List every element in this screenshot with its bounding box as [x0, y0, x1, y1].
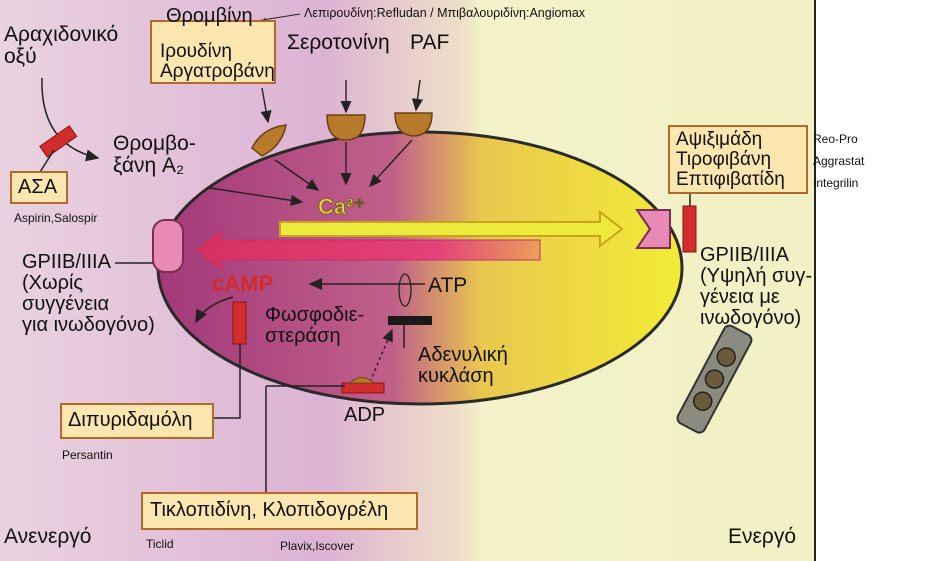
thrombin-label: Θρομβίνη	[166, 5, 253, 27]
thrombin-receptor	[251, 124, 287, 157]
thromboxane-label: Θρομβο- ξάνη A₂	[113, 132, 196, 178]
persantin-label: Persantin	[62, 448, 113, 462]
ticlopidine-label: Τικλοπιδίνη, Κλοπιδογρέλη	[150, 499, 389, 521]
fibrinogen-rod	[676, 324, 753, 434]
gp-inactive-label: GPIIB/IIIA (Χωρίς συγγένεια για ινωδογόν…	[22, 251, 155, 336]
dipyridamole-box	[60, 403, 214, 439]
activation-arrow	[279, 209, 624, 249]
dipyridamole-label: Διπυριδαμόλη	[68, 409, 193, 431]
right-margin	[815, 0, 926, 561]
paf-to-ca-arrow	[369, 139, 413, 188]
pde-inhibitor-bar	[232, 301, 247, 345]
active-label: Ενεργό	[728, 525, 796, 548]
arachidonic-arrow	[41, 77, 100, 162]
thrombin-to-receptor-arrow	[260, 87, 272, 124]
adp-receptor-bar	[341, 382, 385, 394]
thrombin-to-ca-arrow	[274, 159, 320, 191]
paf-label: PAF	[410, 31, 450, 54]
integrilin-label: Integrilin	[813, 176, 859, 190]
camp-breakdown-arrow	[195, 296, 234, 324]
arachidonic-label: Αραχιδονικό οξύ	[4, 23, 119, 69]
thrombin-drugs-label: Λεπιρουδίνη:Refludan / Μπιβαλουριδίνη:An…	[304, 6, 586, 20]
gpiib-iiia-active-receptor	[635, 209, 671, 249]
gp-inhibitor-bar	[682, 205, 697, 253]
dipyridamole-leader	[214, 344, 241, 419]
paf-receptor	[394, 112, 433, 137]
asa-inhibitor-bar	[39, 125, 78, 158]
camp-label: cAMP	[212, 271, 273, 296]
gp-inhibitors-label: Αψιξιμάδη Τιροφιβάνη Επτιφιβατίδη	[676, 129, 785, 190]
serotonin-receptor	[326, 114, 366, 141]
gp-inhibitors-box	[668, 125, 808, 194]
aggrastat-label: Aggrastat	[813, 154, 865, 168]
adp-label: ADP	[344, 404, 386, 426]
gp-active-label: GPIIB/IIIA (Υψηλή συγ- γένεια με ινωδογό…	[700, 244, 813, 329]
atp-cycle-loop	[398, 273, 412, 307]
adenylyl-cyclase-bar	[388, 316, 432, 325]
ticlopidine-box	[141, 492, 418, 530]
plavix-label: Plavix,Iscover	[280, 539, 355, 553]
inactivation-arrow	[195, 228, 541, 272]
thrombin-inhibitors-box	[150, 20, 276, 84]
calcium-label: Ca²⁺	[318, 194, 365, 219]
gpiib-iiia-inactive-receptor	[152, 219, 184, 273]
reopro-label: Reo-Pro	[813, 132, 858, 146]
atp-label: ATP	[428, 274, 468, 297]
asa-leader	[39, 149, 55, 173]
thromboxane-to-ca-arrow	[209, 187, 304, 206]
serotonin-label: Σεροτονίνη	[287, 31, 390, 54]
adp-receptor-cap	[348, 377, 376, 384]
hirudin-label: Ιρουδίνη Αργατροβάνη	[160, 41, 275, 82]
asa-box	[10, 171, 68, 204]
asa-label: ΑΣΑ	[18, 176, 58, 198]
ticlid-label: Ticlid	[146, 537, 174, 551]
pde-label: Φωσφοδιε- στεράση	[265, 304, 365, 347]
asa-brands-label: Aspirin,Salospir	[14, 211, 98, 225]
paf-to-receptor-arrow	[411, 79, 424, 112]
inactive-label: Ανενεργό	[4, 525, 92, 548]
adenylyl-label: Αδενυλική κυκλάση	[418, 344, 508, 387]
